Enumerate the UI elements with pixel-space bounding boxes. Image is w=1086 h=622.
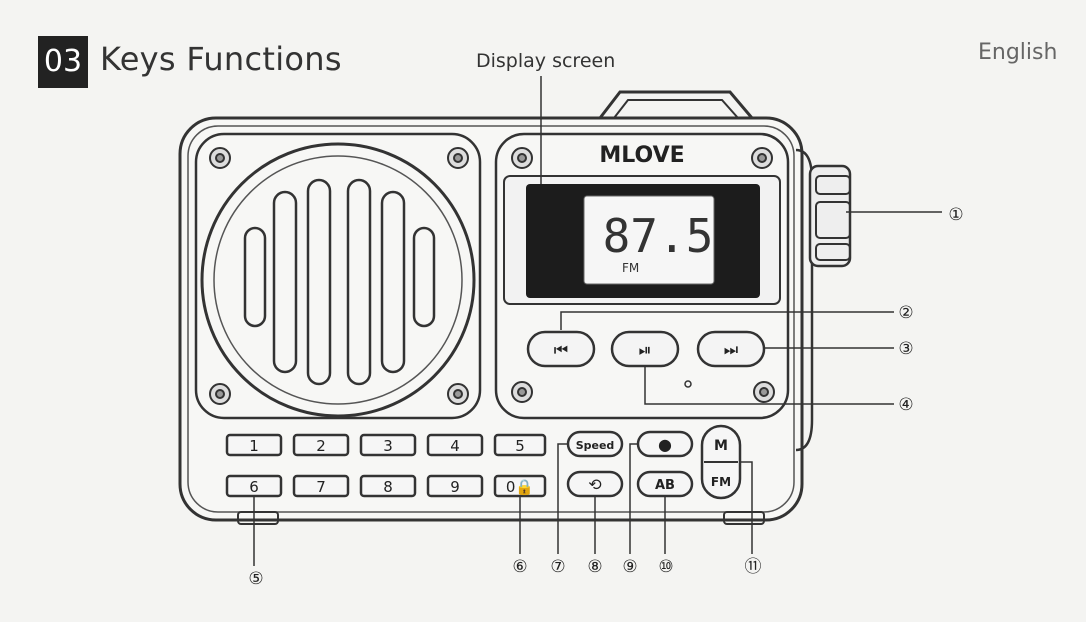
ab-button[interactable]: AB bbox=[636, 470, 694, 498]
speaker-slots bbox=[243, 178, 436, 386]
svg-text:7: 7 bbox=[316, 478, 326, 496]
number-keys: 1 2 3 4 5 6 7 8 9 0🔒 bbox=[225, 433, 547, 498]
key-0-lock[interactable]: 0🔒 bbox=[493, 474, 547, 498]
key-1[interactable]: 1 bbox=[225, 433, 283, 457]
key-3[interactable]: 3 bbox=[359, 433, 417, 457]
foot-left bbox=[237, 511, 279, 525]
play-pause-icon: ⏯ bbox=[639, 340, 652, 359]
key-7[interactable]: 7 bbox=[292, 474, 350, 498]
svg-text:Speed: Speed bbox=[576, 439, 615, 452]
foot-right bbox=[723, 511, 765, 525]
svg-text:5: 5 bbox=[515, 437, 525, 455]
mic-hole bbox=[684, 380, 692, 388]
callout-10: ⑩ bbox=[658, 557, 673, 577]
svg-text:FM: FM bbox=[711, 475, 731, 489]
callout-9: ⑨ bbox=[622, 557, 637, 577]
lcd-frequency: 87.5 bbox=[603, 209, 714, 263]
prev-icon: ⏮ bbox=[554, 340, 568, 359]
svg-text:9: 9 bbox=[450, 478, 460, 496]
callout-5: ⑤ bbox=[248, 569, 263, 589]
lcd-screen bbox=[583, 195, 715, 285]
key-4[interactable]: 4 bbox=[426, 433, 484, 457]
svg-text:3: 3 bbox=[383, 437, 393, 455]
repeat-icon: ⟲ bbox=[588, 475, 602, 494]
repeat-button[interactable]: ⟲ bbox=[566, 470, 624, 498]
mode-button[interactable]: M FM bbox=[700, 424, 742, 500]
callouts: ① ② ③ ④ ⑤ ⑥ ⑦ ⑧ ⑨ ⑩ ⑪ bbox=[248, 205, 963, 589]
svg-text:M: M bbox=[714, 438, 728, 454]
svg-text:6: 6 bbox=[249, 478, 259, 496]
prev-button[interactable]: ⏮ bbox=[526, 330, 596, 368]
speaker-grille bbox=[200, 142, 476, 418]
speaker-screws bbox=[209, 147, 469, 405]
panel-screws bbox=[511, 147, 775, 403]
svg-text:8: 8 bbox=[383, 478, 393, 496]
section-number-badge: 03 bbox=[38, 36, 88, 88]
record-icon: ● bbox=[658, 435, 672, 454]
brand-logo: MLOVE bbox=[599, 143, 684, 168]
control-panel bbox=[494, 132, 790, 420]
speed-button[interactable]: Speed bbox=[566, 430, 624, 458]
key-5[interactable]: 5 bbox=[493, 433, 547, 457]
language-label: English bbox=[978, 40, 1058, 65]
speaker-panel bbox=[194, 132, 482, 420]
display-screen-label: Display screen bbox=[476, 50, 616, 72]
svg-text:0🔒: 0🔒 bbox=[506, 478, 534, 496]
callout-6: ⑥ bbox=[512, 557, 527, 577]
key-9[interactable]: 9 bbox=[426, 474, 484, 498]
callout-7: ⑦ bbox=[550, 557, 565, 577]
next-button[interactable]: ⏭ bbox=[696, 330, 766, 368]
callout-4: ④ bbox=[898, 395, 913, 415]
svg-text:4: 4 bbox=[450, 437, 460, 455]
handle bbox=[598, 90, 754, 119]
callout-11: ⑪ bbox=[745, 557, 762, 577]
play-pause-button[interactable]: ⏯ bbox=[610, 330, 680, 368]
key-6[interactable]: 6 bbox=[225, 474, 283, 498]
svg-text:2: 2 bbox=[316, 437, 326, 455]
callout-3: ③ bbox=[898, 339, 913, 359]
leader-lines bbox=[253, 76, 942, 566]
page-title: Keys Functions bbox=[100, 40, 342, 78]
next-icon: ⏭ bbox=[724, 340, 738, 359]
record-button[interactable]: ● bbox=[636, 430, 694, 458]
callout-1: ① bbox=[948, 205, 963, 225]
lcd-band: FM bbox=[622, 261, 639, 275]
key-8[interactable]: 8 bbox=[359, 474, 417, 498]
tuning-knob[interactable] bbox=[808, 164, 852, 268]
callout-8: ⑧ bbox=[587, 557, 602, 577]
svg-text:AB: AB bbox=[655, 478, 675, 493]
key-2[interactable]: 2 bbox=[292, 433, 350, 457]
svg-text:1: 1 bbox=[249, 437, 259, 455]
callout-2: ② bbox=[898, 303, 913, 323]
